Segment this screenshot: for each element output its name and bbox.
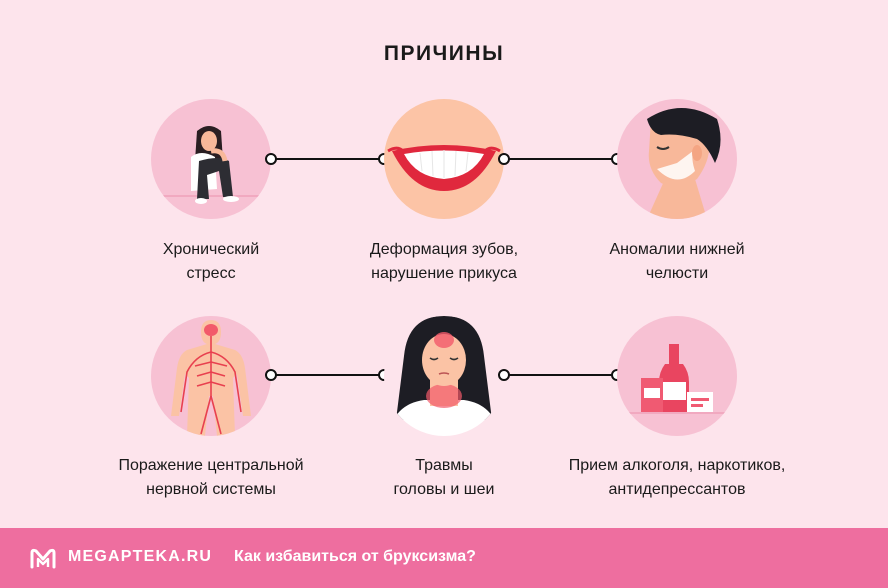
brand-link[interactable]: MEGAPTEKA.RU [68,548,213,565]
page-title: ПРИЧИНЫ [383,42,505,65]
cause-label: Поражение центральной нервной системы [118,457,304,498]
cause-label: Прием алкоголя, наркотиков, антидепресса… [568,457,786,498]
connector [498,369,623,381]
connector [498,153,623,165]
article-title-link[interactable]: Как избавиться от бруксизма? [234,548,476,565]
cause-label: Аномалии нижней челюсти [609,241,745,282]
footer-bar: MEGAPTEKA.RU Как избавиться от бруксизма… [0,528,888,588]
jaw-profile-icon [617,99,737,219]
cause-label: Травмы головы и шеи [393,457,495,498]
cause-label: Хронический стресс [162,241,260,282]
nervous-system-icon [151,316,271,436]
head-neck-injury-icon [384,316,504,436]
stressed-person-icon [151,99,271,219]
connector [265,153,390,165]
connector [265,369,390,381]
teeth-smile-icon [384,99,504,219]
megapteka-logo-icon[interactable] [30,547,56,569]
cause-label: Деформация зубов, нарушение прикуса [369,241,519,282]
bottle-pills-icon [617,316,737,436]
